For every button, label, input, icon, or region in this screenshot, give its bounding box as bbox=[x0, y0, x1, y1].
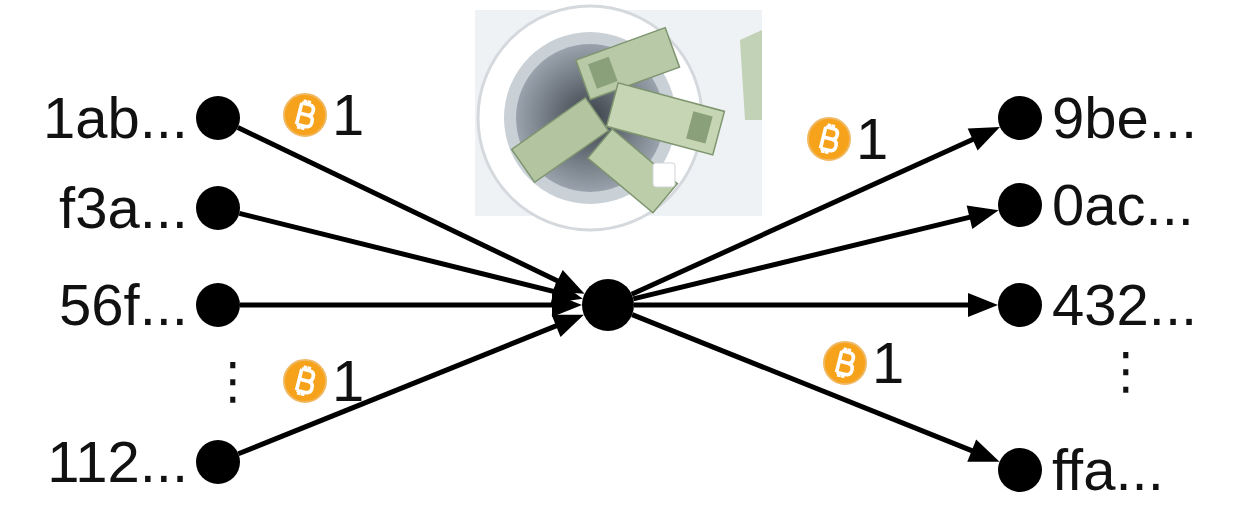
flow-line bbox=[238, 128, 563, 284]
address-label: 9be... bbox=[1052, 89, 1197, 147]
amount-label: 1 bbox=[332, 352, 364, 410]
address-label: 0ac... bbox=[1052, 176, 1194, 234]
address-label: f3a... bbox=[59, 179, 188, 237]
flow-arrow bbox=[238, 128, 585, 294]
amount-label: 1 bbox=[872, 334, 904, 392]
flow-line bbox=[633, 216, 975, 299]
address-dot bbox=[582, 279, 634, 331]
address-dot: ffa... bbox=[998, 448, 1042, 492]
address-label: 1ab... bbox=[43, 89, 188, 147]
amount-label-group: 1 bbox=[282, 352, 364, 410]
address-dot: f3a... bbox=[196, 186, 240, 230]
arrow-head bbox=[968, 293, 998, 317]
arrow-head bbox=[552, 293, 582, 317]
flow-line bbox=[632, 315, 977, 453]
arrow-head bbox=[967, 206, 999, 229]
bitcoin-icon bbox=[282, 92, 328, 138]
amount-label-group: 1 bbox=[282, 86, 364, 144]
amount-label: 1 bbox=[332, 86, 364, 144]
address-dot: 432... bbox=[998, 283, 1042, 327]
amount-label-group: 1 bbox=[822, 334, 904, 392]
arrow-head bbox=[967, 440, 999, 462]
address-label: 56f... bbox=[59, 276, 188, 334]
address-label: 432... bbox=[1052, 276, 1197, 334]
ellipsis-label: ⋮ bbox=[1101, 346, 1151, 396]
flow-line bbox=[632, 137, 978, 294]
flow-arrow bbox=[238, 315, 583, 454]
flow-line bbox=[239, 213, 559, 293]
address-dot: 0ac... bbox=[998, 183, 1042, 227]
address-dot: 1ab... bbox=[196, 96, 240, 140]
amount-label: 1 bbox=[856, 110, 888, 168]
address-dot: 112... bbox=[196, 440, 240, 484]
address-label: 112... bbox=[47, 433, 188, 491]
flow-arrow bbox=[634, 293, 998, 317]
flow-line bbox=[240, 303, 558, 308]
flow-arrow bbox=[239, 213, 582, 303]
flow-line bbox=[238, 324, 561, 454]
arrow-head bbox=[968, 127, 1000, 150]
flow-arrow bbox=[240, 293, 582, 317]
bitcoin-icon bbox=[806, 116, 852, 162]
amount-label-group: 1 bbox=[806, 110, 888, 168]
arrow-head bbox=[552, 315, 584, 337]
flow-arrow bbox=[633, 206, 998, 299]
bitcoin-icon bbox=[282, 358, 328, 404]
bitcoin-icon bbox=[822, 340, 868, 386]
address-dot: 9be... bbox=[998, 96, 1042, 140]
ellipsis-label: ⋮ bbox=[208, 356, 258, 406]
flow-line bbox=[634, 303, 974, 308]
address-label: ffa... bbox=[1052, 441, 1164, 499]
address-dot: 56f... bbox=[196, 283, 240, 327]
flow-arrow bbox=[632, 315, 999, 462]
